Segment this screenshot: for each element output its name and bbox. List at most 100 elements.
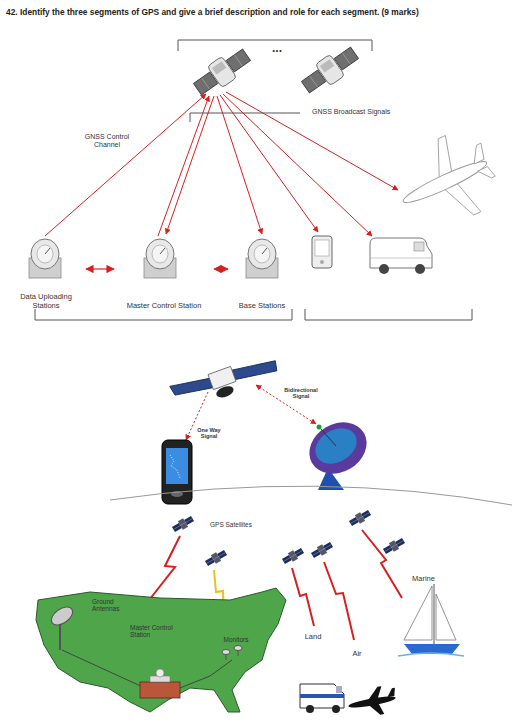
- illustration-part: [310, 540, 334, 560]
- question-title: 42. Identify the three segments of GPS a…: [6, 7, 511, 17]
- ground-station-dish-part: [300, 412, 376, 484]
- air-vehicle-part: [386, 688, 396, 697]
- satellite-illustration-part: [208, 366, 236, 389]
- land-vehicle-part: [306, 705, 314, 713]
- aircraft-receiver-part: [467, 143, 487, 164]
- illustration-part: [190, 44, 254, 100]
- station-label: Master Control Station: [114, 301, 214, 310]
- signal-bolt-part: [362, 530, 402, 598]
- us-map: [36, 588, 286, 712]
- phone-receiver: [312, 236, 332, 268]
- station-link-arrow: [86, 268, 114, 269]
- aircraft-receiver-part: [478, 165, 496, 182]
- illustration-part: [29, 239, 61, 278]
- land-vehicle-part: [332, 705, 340, 713]
- monitor-station: [222, 646, 242, 661]
- van-receiver-part: [370, 238, 432, 268]
- ground-antenna: [48, 603, 76, 650]
- land-vehicle: [300, 684, 344, 713]
- marine-vessel-part: [398, 653, 464, 656]
- diagram-label: Monitors: [214, 636, 258, 643]
- broadcast-signal-part: [217, 96, 262, 234]
- illustration-part: [144, 239, 176, 278]
- marine-vessel-part: [434, 584, 435, 644]
- broadcast-signal-part: [223, 94, 372, 236]
- diagram-label: Marine: [412, 575, 456, 584]
- monitor-station-part: [226, 654, 227, 660]
- van-receiver-part: [379, 264, 389, 274]
- ground-station-dish: [300, 412, 376, 490]
- land-vehicle-part: [300, 694, 344, 698]
- signal-bolt-part: [146, 536, 180, 604]
- phone-receiver-part: [320, 260, 324, 264]
- broadcast-signal-part: [226, 92, 398, 190]
- diagram-label: GNSS Control Channel: [76, 133, 138, 149]
- ground-station-dish-part: [320, 428, 336, 446]
- station-node: Master Control Station: [114, 236, 214, 310]
- marine-vessel-part: [436, 594, 456, 640]
- control-signal-part: [158, 96, 209, 236]
- illustration-part: [298, 42, 362, 98]
- air-vehicle-part: [368, 702, 384, 716]
- satellite-illustration: [170, 349, 281, 413]
- aircraft-receiver-part: [400, 156, 489, 208]
- monitor-station-part: [238, 650, 239, 656]
- diagram-label: GNSS Broadcast Signals: [312, 108, 432, 116]
- control-signal: [45, 94, 209, 236]
- earth-horizon: [110, 486, 512, 505]
- diagram-label: Bidirectional Signal: [276, 387, 326, 400]
- van-receiver-part: [370, 258, 432, 259]
- handheld-gps: [162, 440, 192, 504]
- diagram-label: ...: [263, 42, 291, 56]
- illustration-part: [246, 239, 278, 278]
- illustration-part: [171, 514, 195, 534]
- broadcast-signal-part: [220, 95, 318, 232]
- van-receiver: [370, 238, 432, 274]
- station-label: Base Stations: [228, 301, 296, 310]
- master-control-building-part: [140, 682, 180, 698]
- illustration-part: [204, 548, 228, 568]
- master-control-building-part: [156, 669, 164, 677]
- signal-bolt-part: [292, 568, 314, 626]
- bracket: [305, 309, 472, 320]
- monitor-station-part: [234, 646, 242, 651]
- ground-station-dish-part: [309, 421, 363, 471]
- handheld-gps-part: [162, 440, 192, 504]
- ground-antenna-part: [48, 603, 76, 628]
- diagram-label: One Way Signal: [190, 427, 228, 440]
- diagram-label: GPS Satellites: [210, 521, 280, 528]
- land-vehicle-part: [336, 686, 342, 693]
- bracket: [35, 309, 292, 320]
- ground-station-dish-part: [317, 425, 322, 430]
- van-receiver-part: [415, 264, 425, 274]
- bracket: [190, 113, 300, 122]
- station-label: Data Uploading Stations: [6, 292, 86, 310]
- aircraft-receiver: [386, 123, 508, 239]
- ground-link-part: [175, 660, 232, 690]
- satellite-illustration-part: [170, 373, 213, 402]
- phone-receiver-part: [315, 240, 329, 256]
- air-vehicle-part: [366, 686, 384, 701]
- handheld-gps-part: [166, 448, 188, 484]
- phone-receiver-part: [312, 236, 332, 268]
- handheld-gps-part: [170, 455, 180, 478]
- land-vehicle-part: [300, 684, 344, 708]
- diagram-label: Master Control Station: [130, 624, 192, 639]
- diagram-label: Ground Antennas: [92, 598, 134, 613]
- satellite-illustration-part: [215, 384, 235, 400]
- illustration-part: [348, 508, 372, 528]
- diagram-label: Land: [296, 633, 330, 642]
- illustration-part: [281, 546, 305, 566]
- diagram-label: Air: [344, 650, 370, 659]
- marine-vessel-part: [404, 586, 432, 640]
- ground-link-part: [62, 650, 145, 688]
- signal-bolt-part: [324, 562, 354, 640]
- illustration-part: [382, 536, 406, 556]
- station-link-arrow: [214, 268, 228, 269]
- control-signal-part: [45, 94, 206, 236]
- marine-vessel: [398, 584, 464, 656]
- station-node: Base Stations: [228, 236, 296, 310]
